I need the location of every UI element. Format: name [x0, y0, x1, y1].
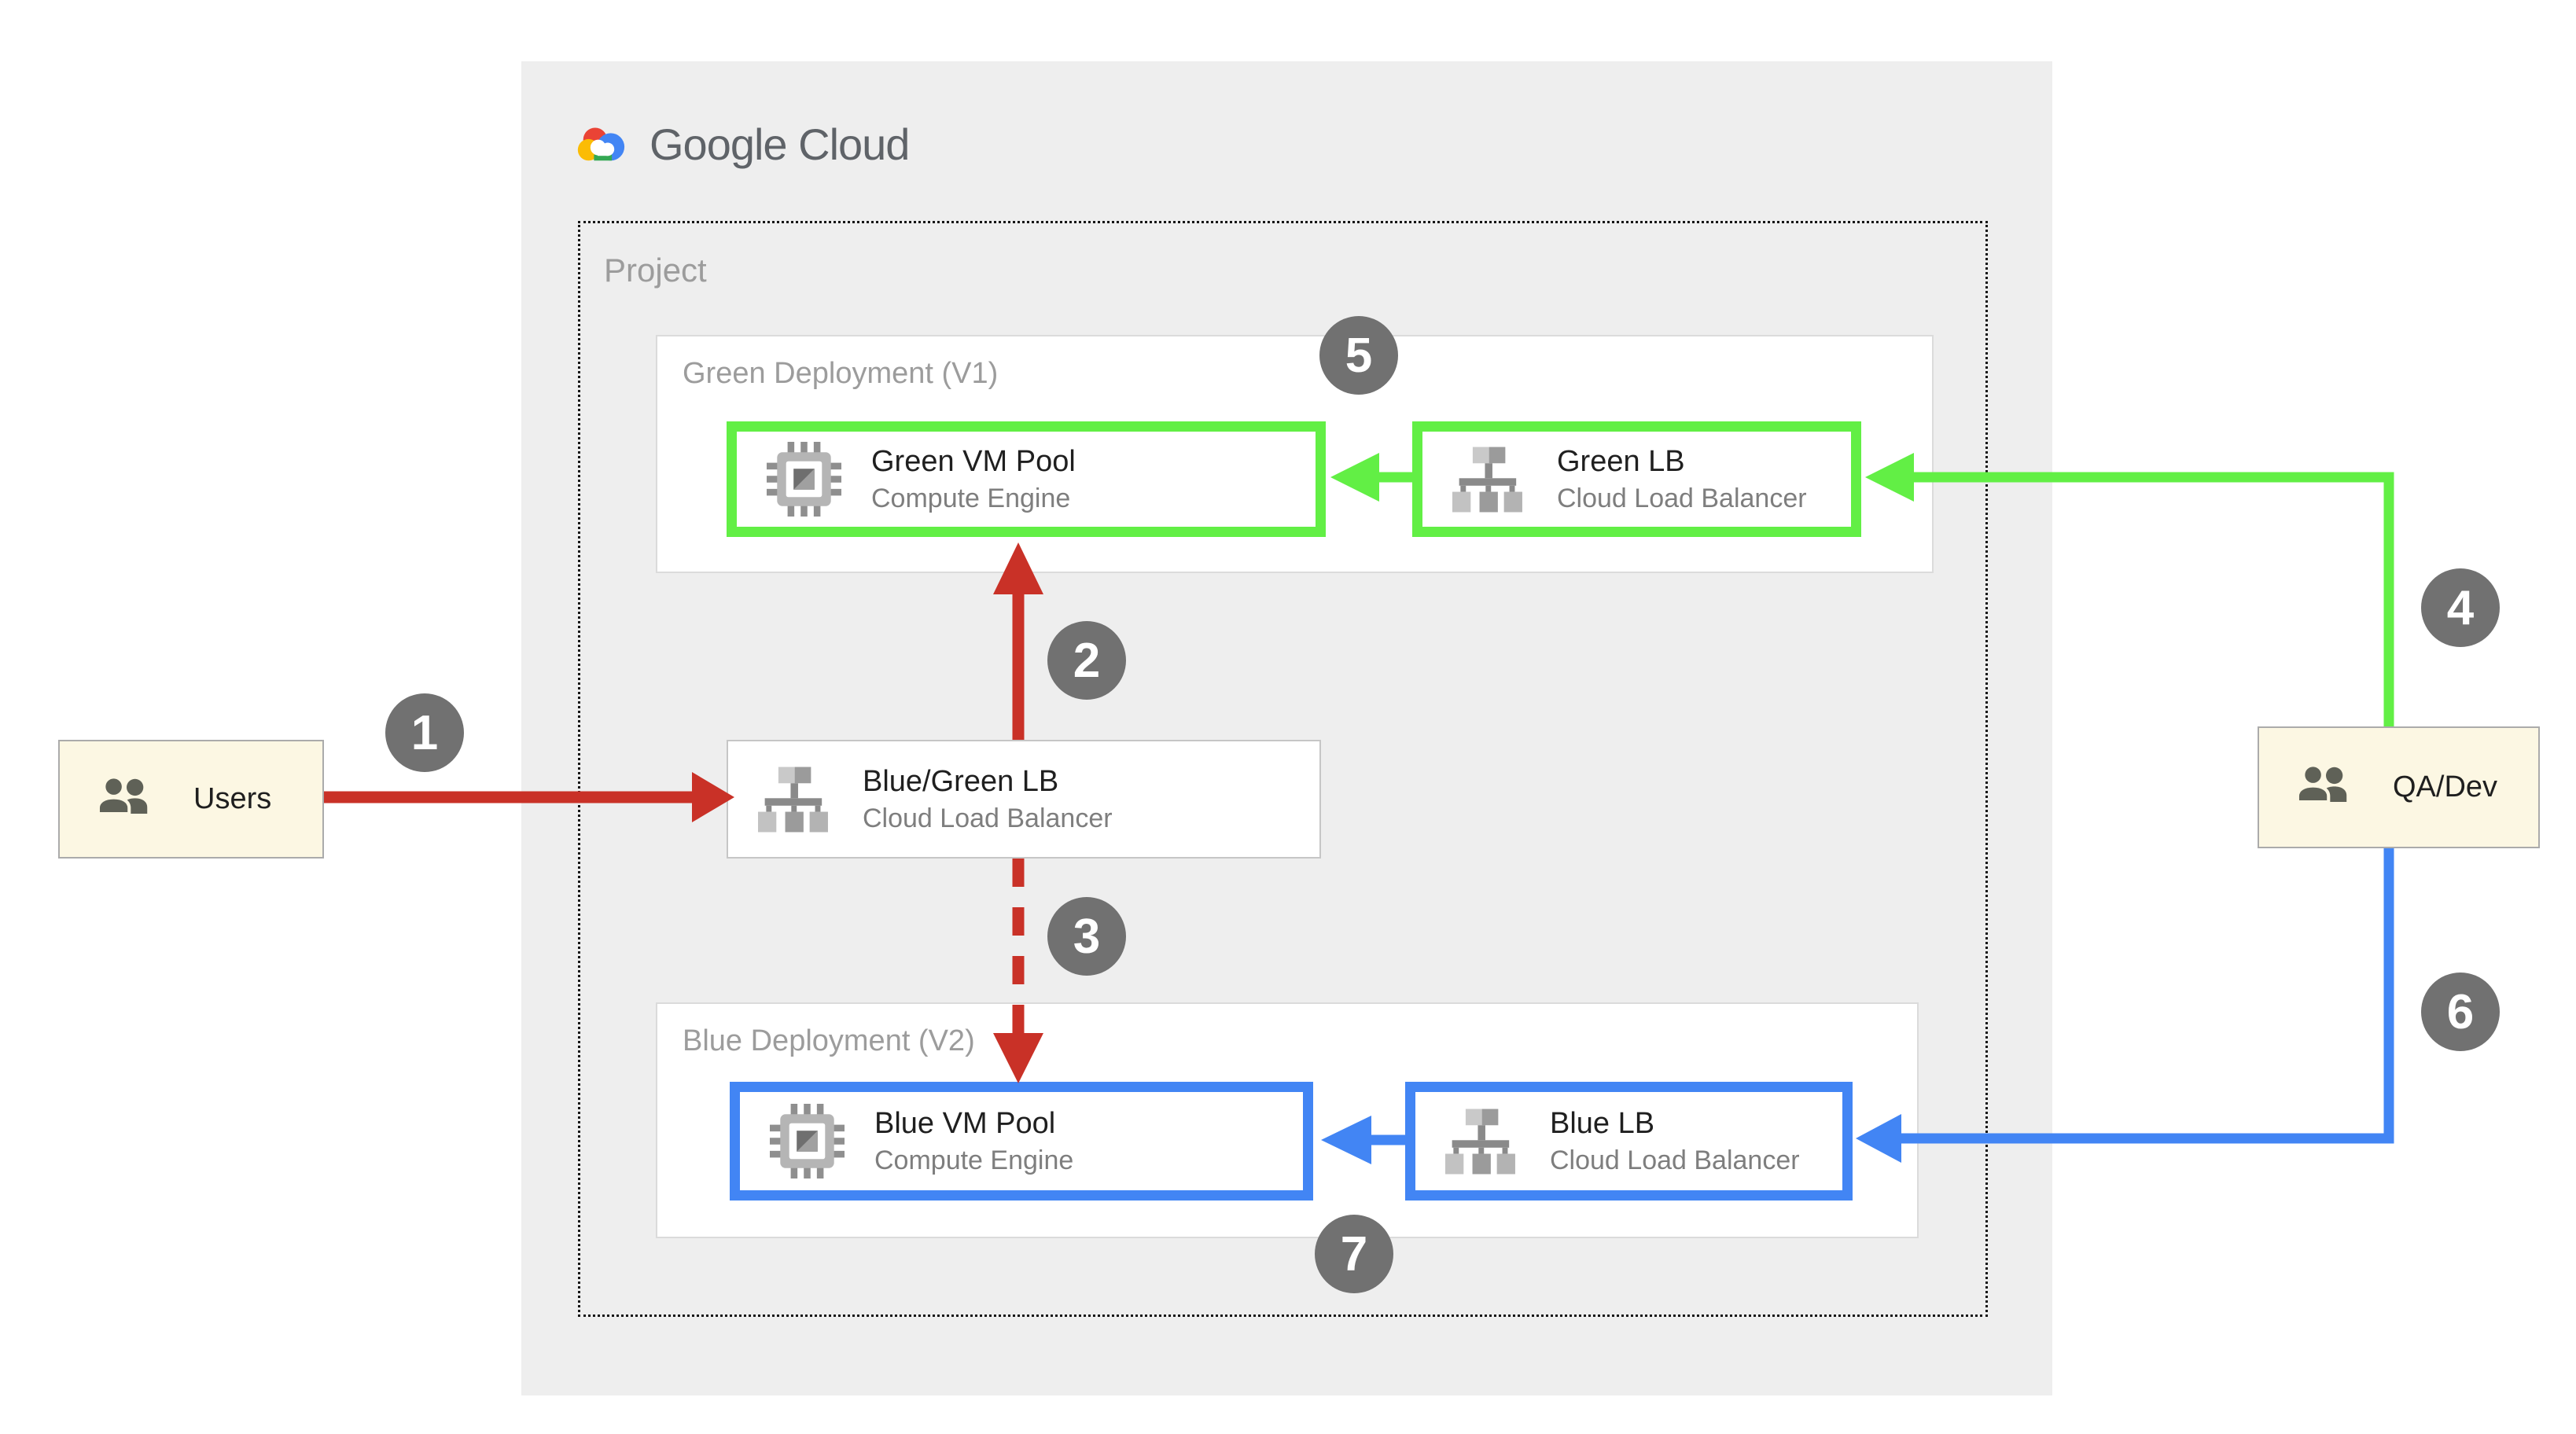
google-cloud-wordmark: Google Cloud: [650, 119, 910, 169]
node-blue-green-lb: Blue/Green LB Cloud Load Balancer: [727, 740, 1321, 859]
node-subtitle: Cloud Load Balancer: [863, 803, 1113, 833]
node-title: Green VM Pool: [871, 444, 1076, 478]
step-badge-7: 7: [1315, 1215, 1393, 1293]
node-subtitle: Compute Engine: [871, 483, 1071, 513]
node-green-vm-pool: Green VM Pool Compute Engine: [727, 421, 1326, 537]
load-balancer-icon: [1445, 1109, 1515, 1174]
node-subtitle: Compute Engine: [874, 1145, 1074, 1175]
group-green-label: Green Deployment (V1): [683, 357, 999, 390]
actor-label: Users: [193, 782, 272, 815]
compute-engine-icon: [770, 1104, 845, 1178]
users-icon: [2295, 763, 2347, 803]
node-blue-vm-pool: Blue VM Pool Compute Engine: [730, 1082, 1313, 1201]
load-balancer-icon: [758, 767, 828, 832]
node-title: Blue/Green LB: [863, 764, 1059, 798]
actor-users: Users: [58, 740, 324, 859]
node-title: Green LB: [1557, 444, 1685, 478]
node-subtitle: Cloud Load Balancer: [1557, 483, 1807, 513]
node-title: Blue LB: [1550, 1106, 1655, 1140]
actor-label: QA/Dev: [2393, 770, 2498, 803]
node-green-lb: Green LB Cloud Load Balancer: [1412, 421, 1861, 537]
step-badge-1: 1: [385, 693, 464, 772]
group-blue-label: Blue Deployment (V2): [683, 1024, 975, 1057]
step-badge-2: 2: [1047, 621, 1126, 700]
actor-qa-dev: QA/Dev: [2258, 726, 2540, 848]
project-label: Project: [604, 252, 707, 289]
node-blue-lb: Blue LB Cloud Load Balancer: [1405, 1082, 1853, 1201]
google-cloud-icon: [577, 127, 625, 161]
node-subtitle: Cloud Load Balancer: [1550, 1145, 1800, 1175]
project-boundary: Project: [578, 221, 1988, 1317]
node-title: Blue VM Pool: [874, 1106, 1056, 1140]
step-badge-5: 5: [1319, 316, 1398, 395]
compute-engine-icon: [767, 442, 841, 517]
step-badge-4: 4: [2421, 568, 2500, 647]
load-balancer-icon: [1452, 447, 1522, 512]
step-badge-3: 3: [1047, 897, 1126, 976]
users-icon: [96, 775, 148, 815]
google-cloud-logo: Google Cloud: [572, 115, 910, 173]
step-badge-6: 6: [2421, 973, 2500, 1051]
